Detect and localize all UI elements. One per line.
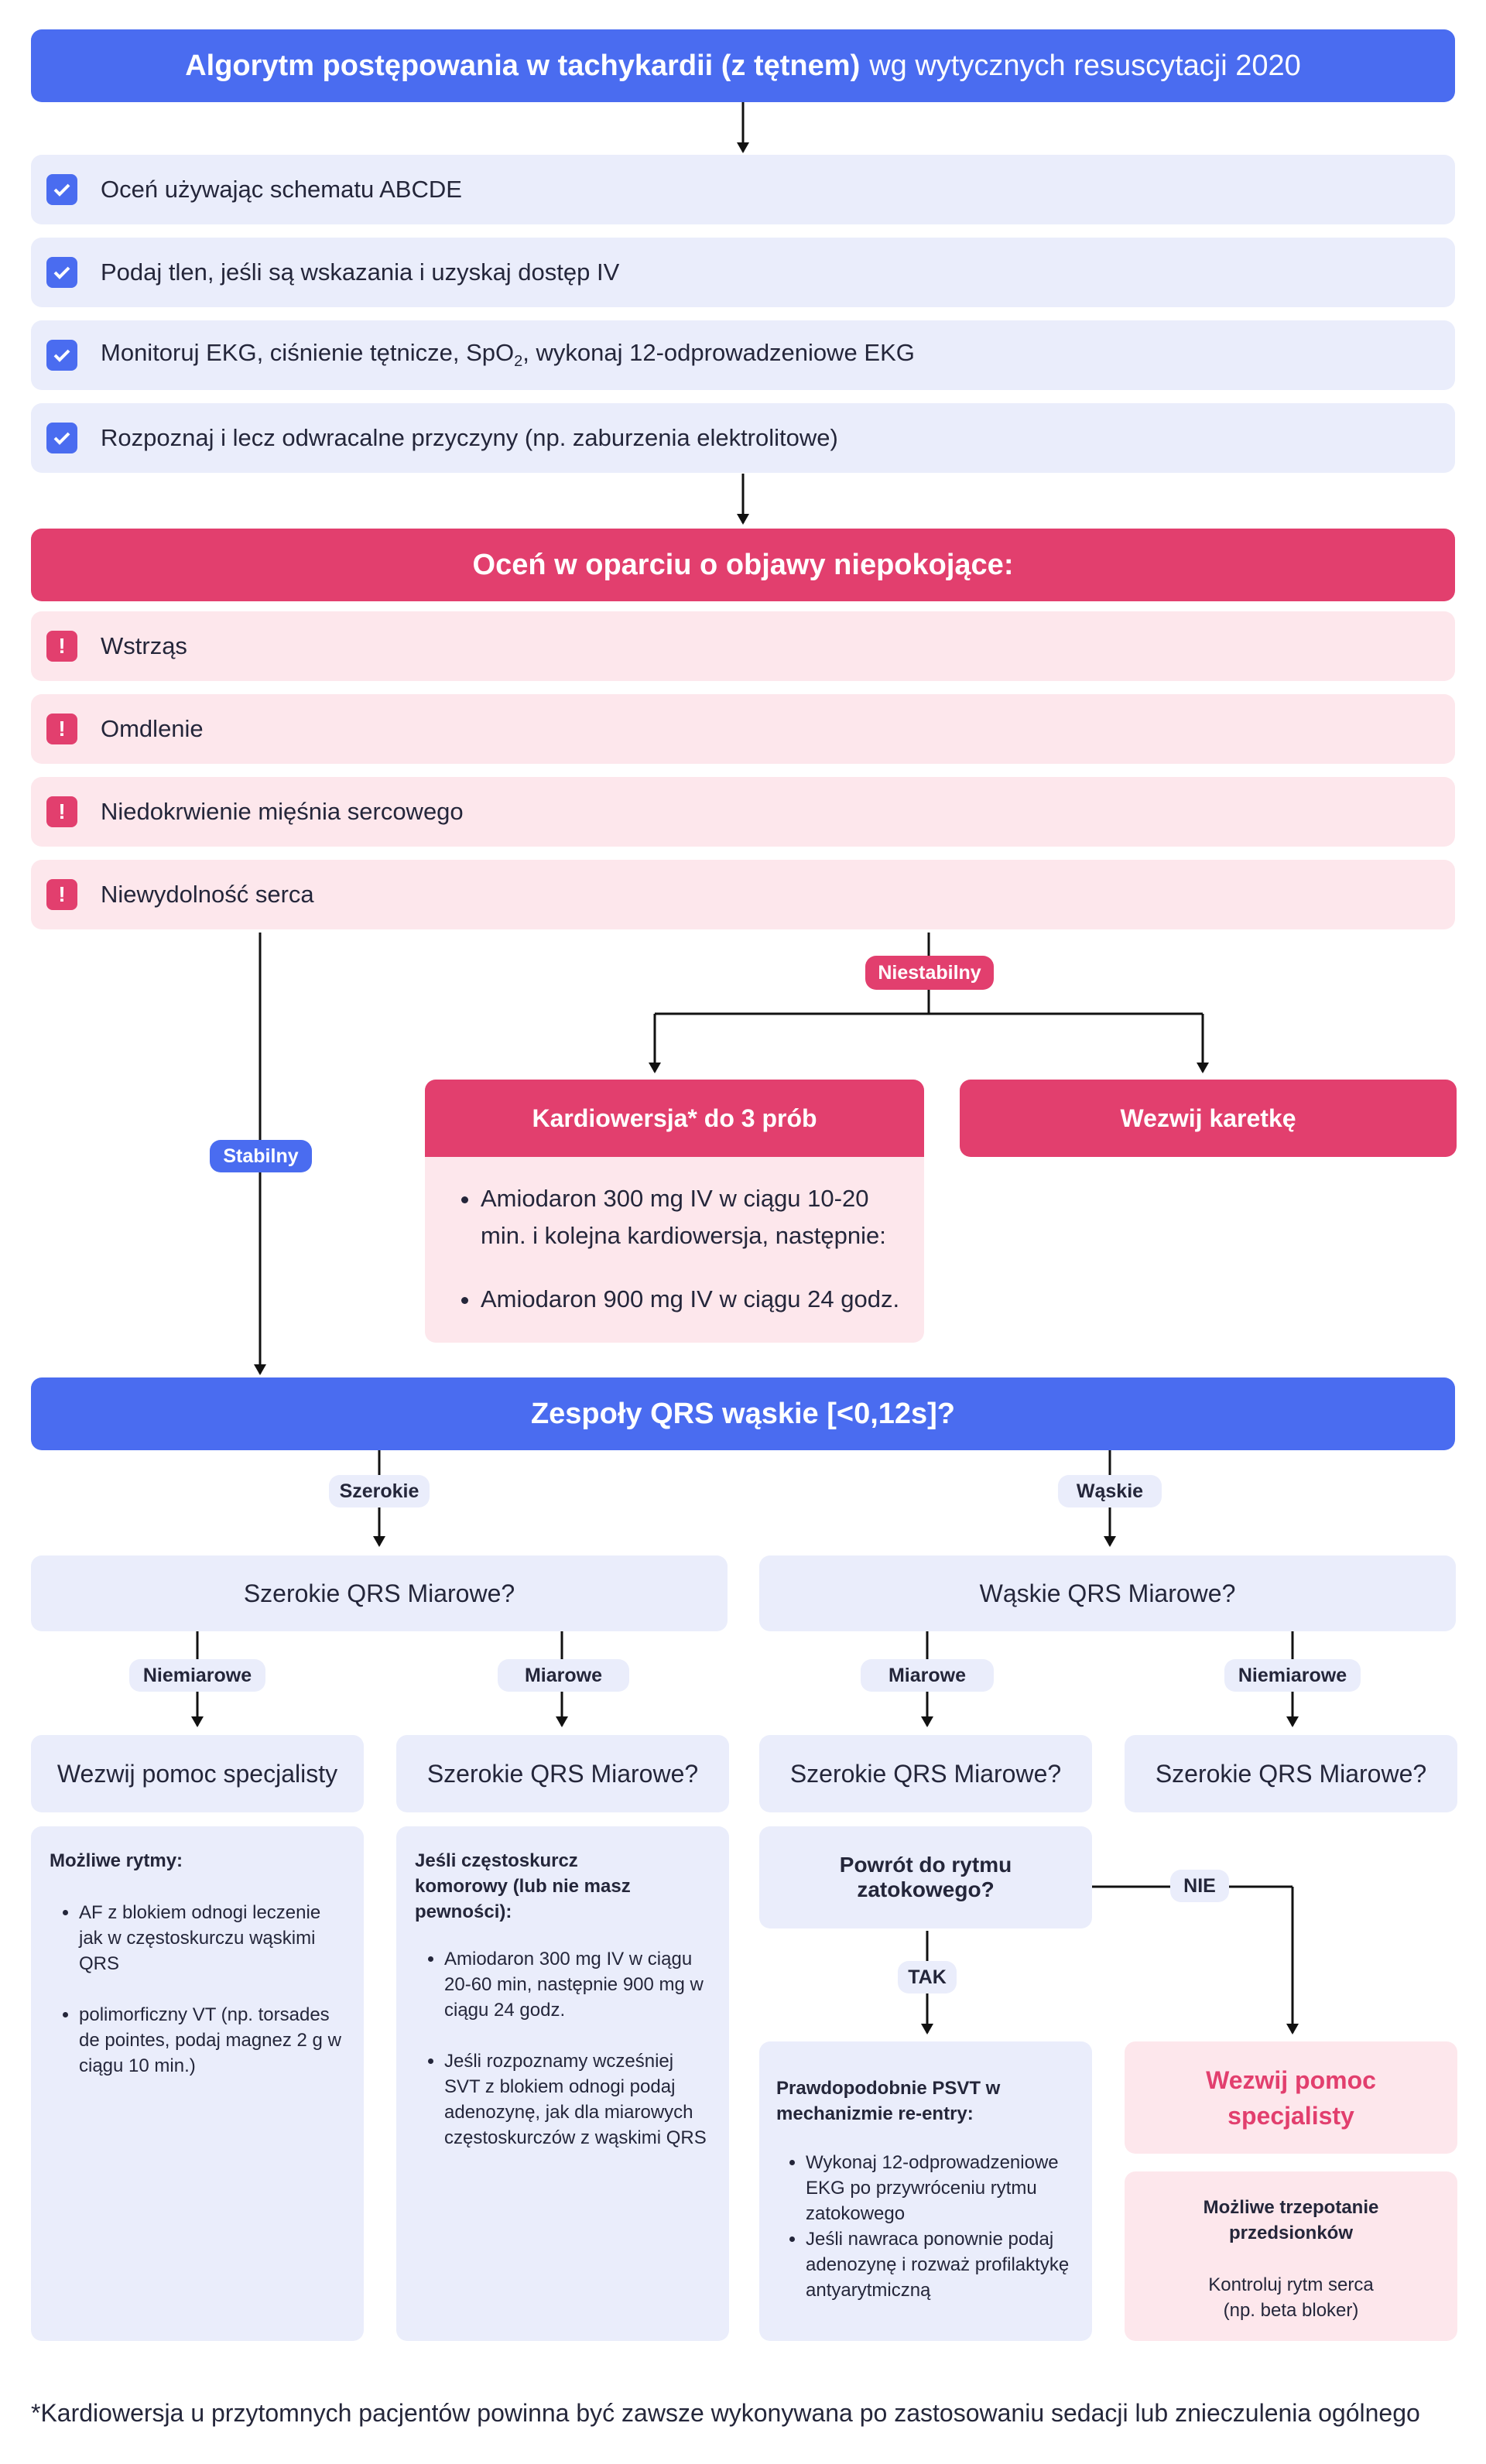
col2-item: Jeśli rozpoznamy wcześniej SVT z blokiem… [444, 2048, 710, 2151]
checklist-text: Oceń używając schematu ABCDE [101, 176, 462, 203]
checkmark-icon [46, 174, 77, 205]
checklist-text-part: , wykonaj 12-odprowadzeniowe EKG [522, 339, 915, 367]
warning-item: ! Omdlenie [31, 694, 1455, 764]
regular-label-right: Miarowe [861, 1659, 994, 1692]
psvt-box: Prawdopodobnie PSVT w mechanizmie re-ent… [759, 2041, 1092, 2341]
checklist-text: Rozpoznaj i lecz odwracalne przyczyny (n… [101, 424, 838, 451]
warning-text: Omdlenie [101, 715, 204, 742]
exclamation-icon: ! [46, 631, 77, 662]
checklist-item: Podaj tlen, jeśli są wskazania i uzyskaj… [31, 238, 1455, 307]
warning-text: Wstrząs [101, 632, 187, 659]
col1-item: AF z blokiem odnogi leczenie jak w częst… [79, 1900, 345, 1976]
col1-item: polimorficzny VT (np. torsades de pointe… [79, 2002, 345, 2079]
wide-label: Szerokie [329, 1475, 430, 1507]
checklist-item: Rozpoznaj i lecz odwracalne przyczyny (n… [31, 403, 1455, 473]
exclamation-icon: ! [46, 714, 77, 744]
call-specialist-box: Wezwij pomoc specjalisty [1125, 2041, 1457, 2154]
warning-text: Niedokrwienie mięśnia sercowego [101, 798, 464, 825]
cardioversion-header: Kardiowersja* do 3 prób [425, 1080, 924, 1157]
irregular-label-left: Niemiarowe [129, 1659, 265, 1692]
regular-label-left: Miarowe [498, 1659, 629, 1692]
flutter-heading: Możliwe trzepotanie przedsionków [1203, 2197, 1379, 2243]
col2-title: Szerokie QRS Miarowe? [396, 1735, 729, 1812]
warning-header: Oceń w oparciu o objawy niepokojące: [31, 529, 1455, 601]
wide-qrs-question: Szerokie QRS Miarowe? [31, 1555, 728, 1631]
col3-title: Szerokie QRS Miarowe? [759, 1735, 1092, 1812]
checkmark-icon [46, 423, 77, 453]
cardioversion-item: Amiodaron 900 mg IV w ciągu 24 godz. [481, 1281, 901, 1318]
narrow-qrs-question: Wąskie QRS Miarowe? [759, 1555, 1456, 1631]
qrs-header: Zespoły QRS wąskie [<0,12s]? [31, 1377, 1455, 1450]
col2-heading: Jeśli częstoskurcz komorowy (lub nie mas… [415, 1850, 631, 1922]
checklist-text: Podaj tlen, jeśli są wskazania i uzyskaj… [101, 258, 620, 286]
checklist-text: Monitoruj EKG, ciśnienie tętnicze, SpO2,… [101, 339, 915, 371]
col1-body: Możliwe rytmy: AF z blokiem odnogi lecze… [31, 1826, 364, 2341]
checklist-item: Monitoruj EKG, ciśnienie tętnicze, SpO2,… [31, 320, 1455, 390]
sinus-rhythm-question: Powrót do rytmu zatokowego? [759, 1826, 1092, 1928]
footnote: *Kardiowersja u przytomnych pacjentów po… [31, 2399, 1420, 2427]
warning-item: ! Wstrząs [31, 611, 1455, 681]
checkmark-icon [46, 257, 77, 288]
col2-item: Amiodaron 300 mg IV w ciągu 20-60 min, n… [444, 1946, 710, 2023]
warning-text: Niewydolność serca [101, 881, 314, 908]
title-rest: wg wytycznych resuscytacji 2020 [869, 49, 1301, 82]
stable-label: Stabilny [210, 1140, 312, 1172]
subscript-2: 2 [514, 353, 523, 371]
checklist-item: Oceń używając schematu ABCDE [31, 155, 1455, 224]
exclamation-icon: ! [46, 879, 77, 910]
cardioversion-body: Amiodaron 300 mg IV w ciągu 10-20 min. i… [425, 1157, 924, 1343]
col1-title: Wezwij pomoc specjalisty [31, 1735, 364, 1812]
psvt-item: Wykonaj 12-odprowadzeniowe EKG po przywr… [806, 2150, 1075, 2226]
psvt-item: Jeśli nawraca ponownie podaj adenozynę i… [806, 2226, 1075, 2303]
warning-item: ! Niewydolność serca [31, 860, 1455, 929]
call-ambulance-box: Wezwij karetkę [960, 1080, 1457, 1157]
warning-item: ! Niedokrwienie mięśnia sercowego [31, 777, 1455, 847]
title-bold: Algorytm postępowania w tachykardii (z t… [185, 49, 861, 82]
unstable-label: Niestabilny [865, 956, 994, 990]
exclamation-icon: ! [46, 796, 77, 827]
col2-body: Jeśli częstoskurcz komorowy (lub nie mas… [396, 1826, 729, 2341]
no-label: NIE [1170, 1870, 1229, 1902]
irregular-label-right: Niemiarowe [1224, 1659, 1361, 1692]
checklist-text-part: Monitoruj EKG, ciśnienie tętnicze, SpO [101, 339, 515, 367]
checkmark-icon [46, 340, 77, 371]
flutter-text: Kontroluj rytm serca (np. beta bloker) [1208, 2274, 1374, 2321]
psvt-heading: Prawdopodobnie PSVT w mechanizmie re-ent… [776, 2078, 1001, 2124]
col4-title: Szerokie QRS Miarowe? [1125, 1735, 1457, 1812]
algorithm-title: Algorytm postępowania w tachykardii (z t… [31, 29, 1455, 102]
yes-label: TAK [898, 1961, 957, 1993]
narrow-label: Wąskie [1058, 1475, 1162, 1507]
col1-heading: Możliwe rytmy: [50, 1850, 183, 1871]
flutter-box: Możliwe trzepotanie przedsionków Kontrol… [1125, 2171, 1457, 2341]
cardioversion-item: Amiodaron 300 mg IV w ciągu 10-20 min. i… [481, 1180, 901, 1254]
